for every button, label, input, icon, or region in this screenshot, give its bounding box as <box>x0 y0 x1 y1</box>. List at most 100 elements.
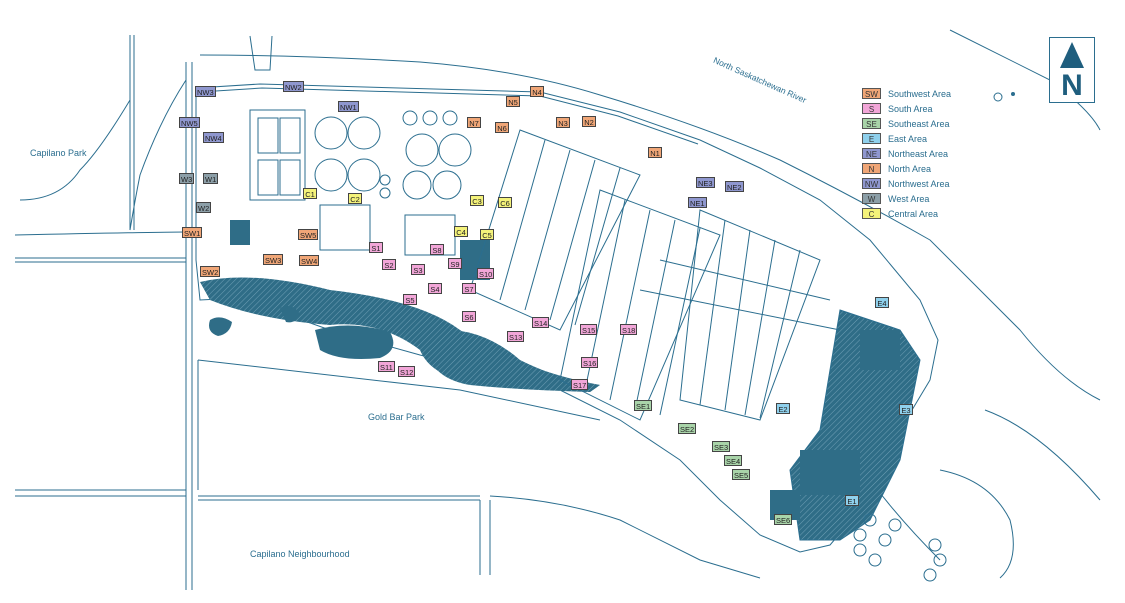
zone-label[interactable]: NW2 <box>283 81 304 92</box>
zone-label[interactable]: NW5 <box>179 117 200 128</box>
zone-label[interactable]: E3 <box>899 404 913 415</box>
east-building <box>860 330 900 370</box>
zone-label[interactable]: SW4 <box>299 255 320 266</box>
zone-label[interactable]: N6 <box>495 122 509 133</box>
zone-label[interactable]: S13 <box>507 331 525 342</box>
zone-label[interactable]: S10 <box>477 268 495 279</box>
north-letter: N <box>1061 69 1083 102</box>
zone-label[interactable]: N4 <box>530 86 544 97</box>
zone-label[interactable]: NW1 <box>338 101 359 112</box>
legend-swatch: NE <box>862 148 881 159</box>
zone-label[interactable]: S1 <box>369 242 383 253</box>
legend-swatch: NW <box>862 178 881 189</box>
legend-row-e: E East Area <box>862 131 951 146</box>
legend-swatch: C <box>862 208 881 219</box>
zone-label[interactable]: NE1 <box>688 197 707 208</box>
zone-label[interactable]: SE6 <box>774 514 793 525</box>
clarifiers <box>249 109 472 256</box>
zone-label[interactable]: SW1 <box>182 227 203 238</box>
legend-label: Southwest Area <box>888 88 952 99</box>
zone-label[interactable]: C2 <box>348 193 362 204</box>
zone-label[interactable]: C3 <box>470 195 484 206</box>
central-building <box>230 220 250 245</box>
zone-label[interactable]: C5 <box>480 229 494 240</box>
zone-label[interactable]: S5 <box>403 294 417 305</box>
legend-swatch: SE <box>862 118 881 129</box>
zone-label[interactable]: W2 <box>196 202 212 213</box>
river-bank <box>199 54 1101 401</box>
legend-label: East Area <box>888 133 928 144</box>
zone-label[interactable]: NE2 <box>725 181 744 192</box>
zone-label[interactable]: SE1 <box>634 400 653 411</box>
zone-label[interactable]: NE3 <box>696 177 715 188</box>
legend-label: Northwest Area <box>888 178 950 189</box>
zone-label[interactable]: N1 <box>648 147 662 158</box>
zone-label[interactable]: W1 <box>203 173 219 184</box>
legend-label: Central Area <box>888 208 939 219</box>
zone-label[interactable]: N2 <box>582 116 596 127</box>
zone-label[interactable]: S6 <box>462 311 476 322</box>
zone-label[interactable]: S16 <box>581 357 599 368</box>
zone-label[interactable]: SW5 <box>298 229 319 240</box>
zone-label[interactable]: C1 <box>303 188 317 199</box>
legend-row-sw: SW Southwest Area <box>862 86 951 101</box>
zone-label[interactable]: SE3 <box>712 441 731 452</box>
zone-label[interactable]: E2 <box>776 403 790 414</box>
zone-label[interactable]: C6 <box>498 197 512 208</box>
legend-swatch: E <box>862 133 881 144</box>
lagoon <box>209 317 232 336</box>
zone-label[interactable]: N5 <box>506 96 520 107</box>
zone-label[interactable]: S9 <box>448 258 462 269</box>
zone-label[interactable]: S8 <box>430 244 444 255</box>
zone-label[interactable]: N3 <box>556 117 570 128</box>
legend-row-ne: NE Northeast Area <box>862 146 951 161</box>
zone-label[interactable]: N7 <box>467 117 481 128</box>
zone-label[interactable]: S2 <box>382 259 396 270</box>
legend-row-s: S South Area <box>862 101 951 116</box>
legend-swatch: W <box>862 193 881 204</box>
legend-swatch: SW <box>862 88 881 99</box>
legend-label: West Area <box>888 193 930 204</box>
zone-label[interactable]: S17 <box>571 379 589 390</box>
lagoon <box>430 329 600 392</box>
zone-label[interactable]: C4 <box>454 226 468 237</box>
zone-label[interactable]: SE5 <box>732 469 751 480</box>
legend-row-c: C Central Area <box>862 206 951 221</box>
process-tanks <box>469 129 841 421</box>
lagoon <box>280 306 300 323</box>
zone-label[interactable]: S3 <box>411 264 425 275</box>
legend-row-nw: NW Northwest Area <box>862 176 951 191</box>
zone-label[interactable]: NW4 <box>203 132 224 143</box>
east-building <box>800 450 860 495</box>
zone-label[interactable]: NW3 <box>195 86 216 97</box>
zone-label[interactable]: S15 <box>580 324 598 335</box>
legend-swatch: S <box>862 103 881 114</box>
zone-label[interactable]: SE2 <box>678 423 697 434</box>
zone-label[interactable]: E1 <box>845 495 859 506</box>
gold-bar-park-label: Gold Bar Park <box>368 412 425 422</box>
zone-label[interactable]: S12 <box>398 366 416 377</box>
zone-label[interactable]: S14 <box>532 317 550 328</box>
capilano-neighbourhood-label: Capilano Neighbourhood <box>250 549 350 559</box>
legend-label: Northeast Area <box>888 148 949 159</box>
capilano-park-label: Capilano Park <box>30 148 87 158</box>
lagoon <box>315 325 394 359</box>
zone-label[interactable]: S18 <box>620 324 638 335</box>
zone-label[interactable]: S4 <box>428 283 442 294</box>
north-arrow-head <box>1060 42 1084 68</box>
zone-label[interactable]: S11 <box>378 361 395 372</box>
zone-label[interactable]: W3 <box>179 173 195 184</box>
zone-label[interactable]: SW2 <box>200 266 221 277</box>
zone-label[interactable]: SW3 <box>263 254 284 265</box>
lagoon-circles <box>853 513 947 582</box>
zone-label[interactable]: SE4 <box>724 455 743 466</box>
zone-label[interactable]: E4 <box>875 297 889 308</box>
legend-label: South Area <box>888 103 933 114</box>
zone-label[interactable]: S7 <box>462 283 476 294</box>
north-arrow-icon: N <box>1049 37 1095 103</box>
legend-swatch: N <box>862 163 881 174</box>
